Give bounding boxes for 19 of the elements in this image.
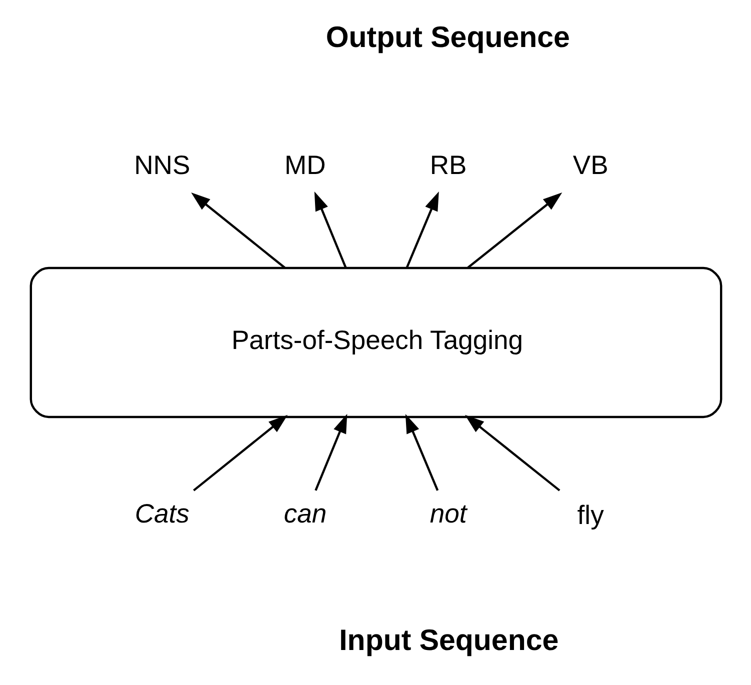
node-text: fly bbox=[576, 500, 604, 530]
arrow bbox=[314, 414, 347, 491]
node-text: RB bbox=[429, 150, 466, 180]
label: Input Sequence bbox=[338, 624, 558, 657]
arrow bbox=[192, 414, 288, 492]
arrow bbox=[464, 414, 560, 492]
node-text: not bbox=[429, 498, 466, 528]
node-text: MD bbox=[284, 150, 326, 180]
arrow bbox=[404, 414, 438, 491]
node-text: Cats bbox=[134, 498, 189, 528]
node-text: VB bbox=[572, 150, 608, 180]
arrow bbox=[405, 192, 438, 268]
node-text: NNS bbox=[134, 150, 190, 180]
arrow bbox=[466, 192, 562, 269]
node-text: can bbox=[283, 498, 326, 528]
arrow bbox=[314, 191, 346, 268]
node-box: Parts-of-Speech Tagging bbox=[29, 266, 722, 418]
arrow bbox=[190, 192, 285, 269]
label: Output Sequence bbox=[325, 20, 570, 54]
